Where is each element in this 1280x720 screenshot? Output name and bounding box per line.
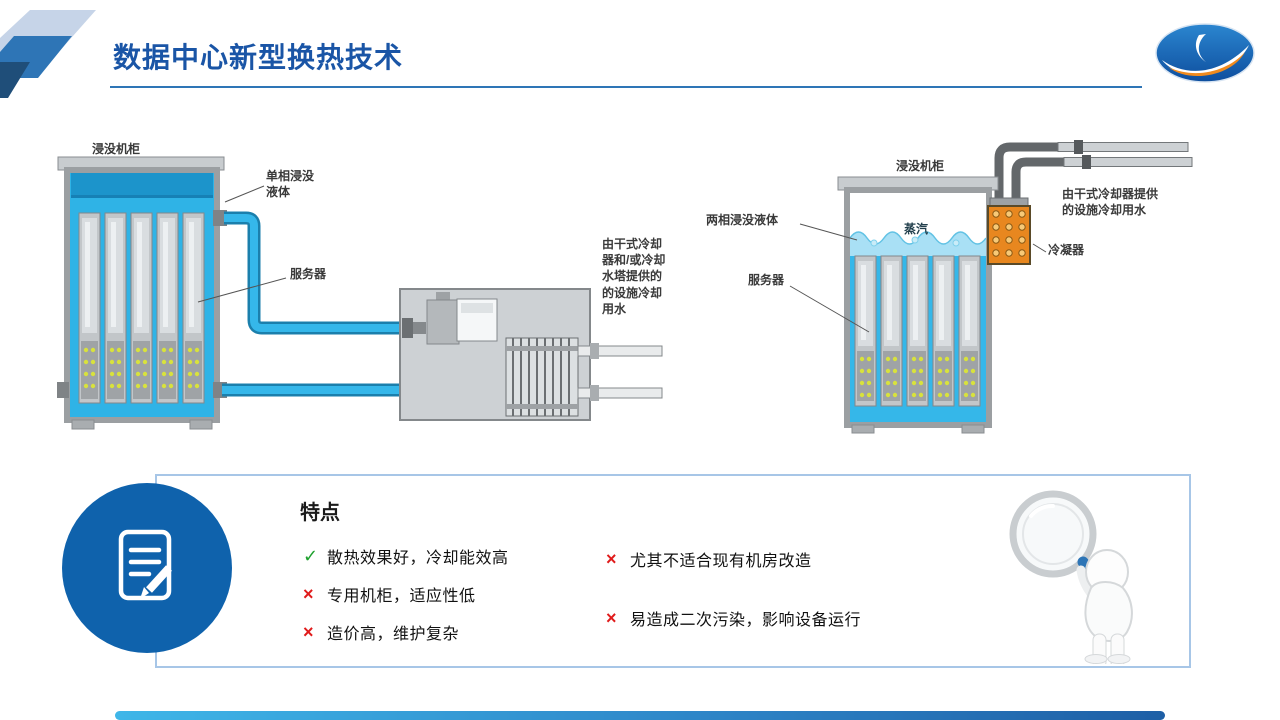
cross-icon: × — [303, 583, 314, 604]
label-right-cabinet: 浸没机柜 — [896, 159, 945, 173]
header-decoration-icon — [0, 10, 96, 98]
magnifier-figure — [1009, 490, 1133, 664]
document-pencil-icon — [118, 529, 172, 601]
label-condenser: 冷凝器 — [1048, 243, 1085, 257]
label-left-server: 服务器 — [290, 267, 327, 281]
features-column-right: × 尤其不适合现有机房改造 × 易造成二次污染，影响设备运行 — [606, 547, 861, 630]
label-right-server: 服务器 — [748, 273, 785, 287]
feature-text: 造价高，维护复杂 — [327, 626, 460, 643]
cross-icon: × — [606, 548, 617, 569]
cross-icon: × — [606, 607, 617, 628]
label-left-liquid: 单相浸没 液体 — [266, 169, 315, 200]
server-slats-right — [854, 255, 981, 407]
notes-badge — [62, 483, 232, 653]
label-left-cabinet: 浸没机柜 — [92, 142, 141, 156]
label-left-water: 由干式冷却 器和/或冷却 水塔提供的 的设施冷却 用水 — [602, 237, 666, 316]
single-phase-tank — [57, 156, 227, 430]
feature-text: 散热效果好，冷却能效高 — [327, 550, 509, 567]
feature-item: × 造价高，维护复杂 — [303, 620, 509, 644]
label-vapor: 蒸汽 — [904, 222, 929, 236]
features-column-left: ✓ 散热效果好，冷却能效高 × 专用机柜，适应性低 × 造价高，维护复杂 — [303, 544, 509, 644]
feature-item: × 易造成二次污染，影响设备运行 — [606, 606, 861, 630]
feature-item: ✓ 散热效果好，冷却能效高 — [303, 544, 509, 568]
slide-title: 数据中心新型换热技术 — [113, 42, 404, 73]
label-right-water: 由干式冷却器提供 的设施冷却用水 — [1062, 187, 1159, 218]
features-title: 特点 — [300, 502, 340, 524]
feature-item: × 专用机柜，适应性低 — [303, 582, 509, 606]
feature-text: 专用机柜，适应性低 — [327, 588, 476, 605]
server-slats-left — [78, 212, 205, 404]
two-phase-tank — [837, 176, 999, 434]
cross-icon: × — [303, 621, 314, 642]
feature-item: × 尤其不适合现有机房改造 — [606, 547, 861, 571]
features-panel — [155, 474, 1191, 668]
condenser — [987, 197, 1031, 265]
footer-bar — [115, 711, 1165, 720]
check-icon: ✓ — [303, 545, 319, 566]
feature-text: 易造成二次污染，影响设备运行 — [630, 612, 862, 629]
feature-text: 尤其不适合现有机房改造 — [630, 553, 812, 570]
coolant-pipes-left — [222, 211, 416, 397]
title-underline — [110, 86, 1142, 88]
label-right-liquid: 两相浸没液体 — [706, 213, 779, 227]
company-logo-icon — [1155, 23, 1255, 83]
